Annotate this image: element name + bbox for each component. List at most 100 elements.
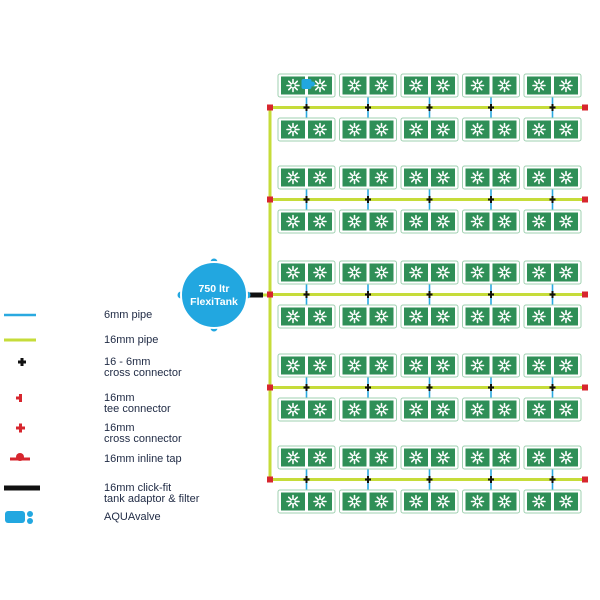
plant-center: [501, 406, 508, 413]
tray: [339, 260, 397, 285]
red-tee-symbol: [16, 396, 22, 400]
plant-center: [474, 269, 481, 276]
plant-icon: [532, 309, 546, 324]
plant-icon: [470, 122, 485, 137]
plant-center: [440, 362, 446, 369]
plant-icon: [497, 309, 512, 324]
tee-connector: [267, 104, 273, 111]
tray: [400, 489, 459, 514]
cross-connector-v: [305, 196, 308, 203]
tray: [462, 353, 520, 378]
tray: [400, 73, 459, 98]
tray: [339, 304, 397, 329]
tee-connector: [267, 476, 273, 483]
plant-center: [563, 269, 569, 276]
aquavalve-symbol: [27, 511, 33, 517]
plant-center: [290, 313, 296, 320]
end-tap: [582, 384, 588, 391]
plant-icon: [409, 402, 423, 417]
plant-center: [290, 362, 296, 369]
plant-center: [378, 174, 385, 181]
tray: [339, 165, 397, 190]
plant-center: [290, 126, 296, 133]
plant-center: [536, 82, 542, 89]
plant-icon: [347, 78, 362, 93]
tray: [400, 165, 459, 190]
plant-center: [440, 82, 446, 89]
legend-label: 16mm pipe: [104, 334, 158, 346]
plant-icon: [313, 170, 327, 185]
black-cross-symbol: [20, 358, 24, 366]
plant-center: [351, 269, 358, 276]
plant-icon: [347, 358, 362, 373]
cross-connector-v: [490, 384, 492, 391]
plant-center: [474, 498, 481, 505]
black-bar-symbol: [4, 485, 40, 491]
plant-icon: [559, 494, 573, 509]
plant-icon: [313, 402, 327, 417]
plant-icon: [559, 358, 573, 373]
tray: [523, 489, 582, 514]
plant-center: [501, 82, 508, 89]
plant-center: [351, 218, 358, 225]
plant-icon: [409, 358, 423, 373]
legend-item: 6mm pipe: [4, 309, 152, 321]
plant-icon: [470, 450, 485, 465]
plant-center: [536, 362, 542, 369]
tray: [339, 117, 397, 142]
plant-center: [378, 454, 385, 461]
legend-label: 16 - 6mm: [104, 356, 150, 368]
cross-connector-v: [490, 291, 492, 298]
plant-icon: [409, 170, 423, 185]
plant-icon: [532, 358, 546, 373]
plant-center: [563, 406, 569, 413]
plant-center: [317, 498, 323, 505]
tray: [339, 489, 397, 514]
cross-connector-v: [428, 291, 431, 298]
plant-icon: [559, 170, 573, 185]
plant-icon: [374, 265, 389, 280]
plant-icon: [436, 309, 450, 324]
plant-icon: [313, 450, 327, 465]
tray: [523, 117, 582, 142]
plant-icon: [470, 170, 485, 185]
tray-grid: [277, 73, 582, 514]
plant-icon: [532, 494, 546, 509]
tray: [339, 209, 397, 234]
plant-center: [378, 313, 385, 320]
plant-center: [501, 269, 508, 276]
plant-icon: [532, 170, 546, 185]
plant-center: [474, 82, 481, 89]
plant-center: [563, 82, 569, 89]
tray: [462, 489, 520, 514]
plant-center: [378, 126, 385, 133]
plant-center: [563, 362, 569, 369]
plant-center: [501, 218, 508, 225]
legend-label: tee connector: [104, 403, 171, 415]
plant-icon: [470, 309, 485, 324]
tray: [462, 73, 520, 98]
plant-icon: [559, 402, 573, 417]
plant-center: [563, 174, 569, 181]
plant-center: [563, 454, 569, 461]
plant-icon: [470, 78, 485, 93]
plant-icon: [409, 122, 423, 137]
plant-icon: [374, 214, 389, 229]
tray: [339, 397, 397, 422]
plant-center: [317, 126, 323, 133]
plant-icon: [497, 494, 512, 509]
cross-connector-v: [367, 291, 369, 298]
tray: [339, 445, 397, 470]
plant-center: [378, 362, 385, 369]
plant-icon: [313, 78, 327, 93]
tray: [462, 209, 520, 234]
tank-label-line2: FlexiTank: [190, 296, 238, 308]
tray: [523, 209, 582, 234]
plant-center: [413, 174, 419, 181]
cross-connector-v: [428, 196, 431, 203]
plant-icon: [286, 214, 300, 229]
legend-label: 6mm pipe: [104, 309, 152, 321]
plant-center: [474, 454, 481, 461]
